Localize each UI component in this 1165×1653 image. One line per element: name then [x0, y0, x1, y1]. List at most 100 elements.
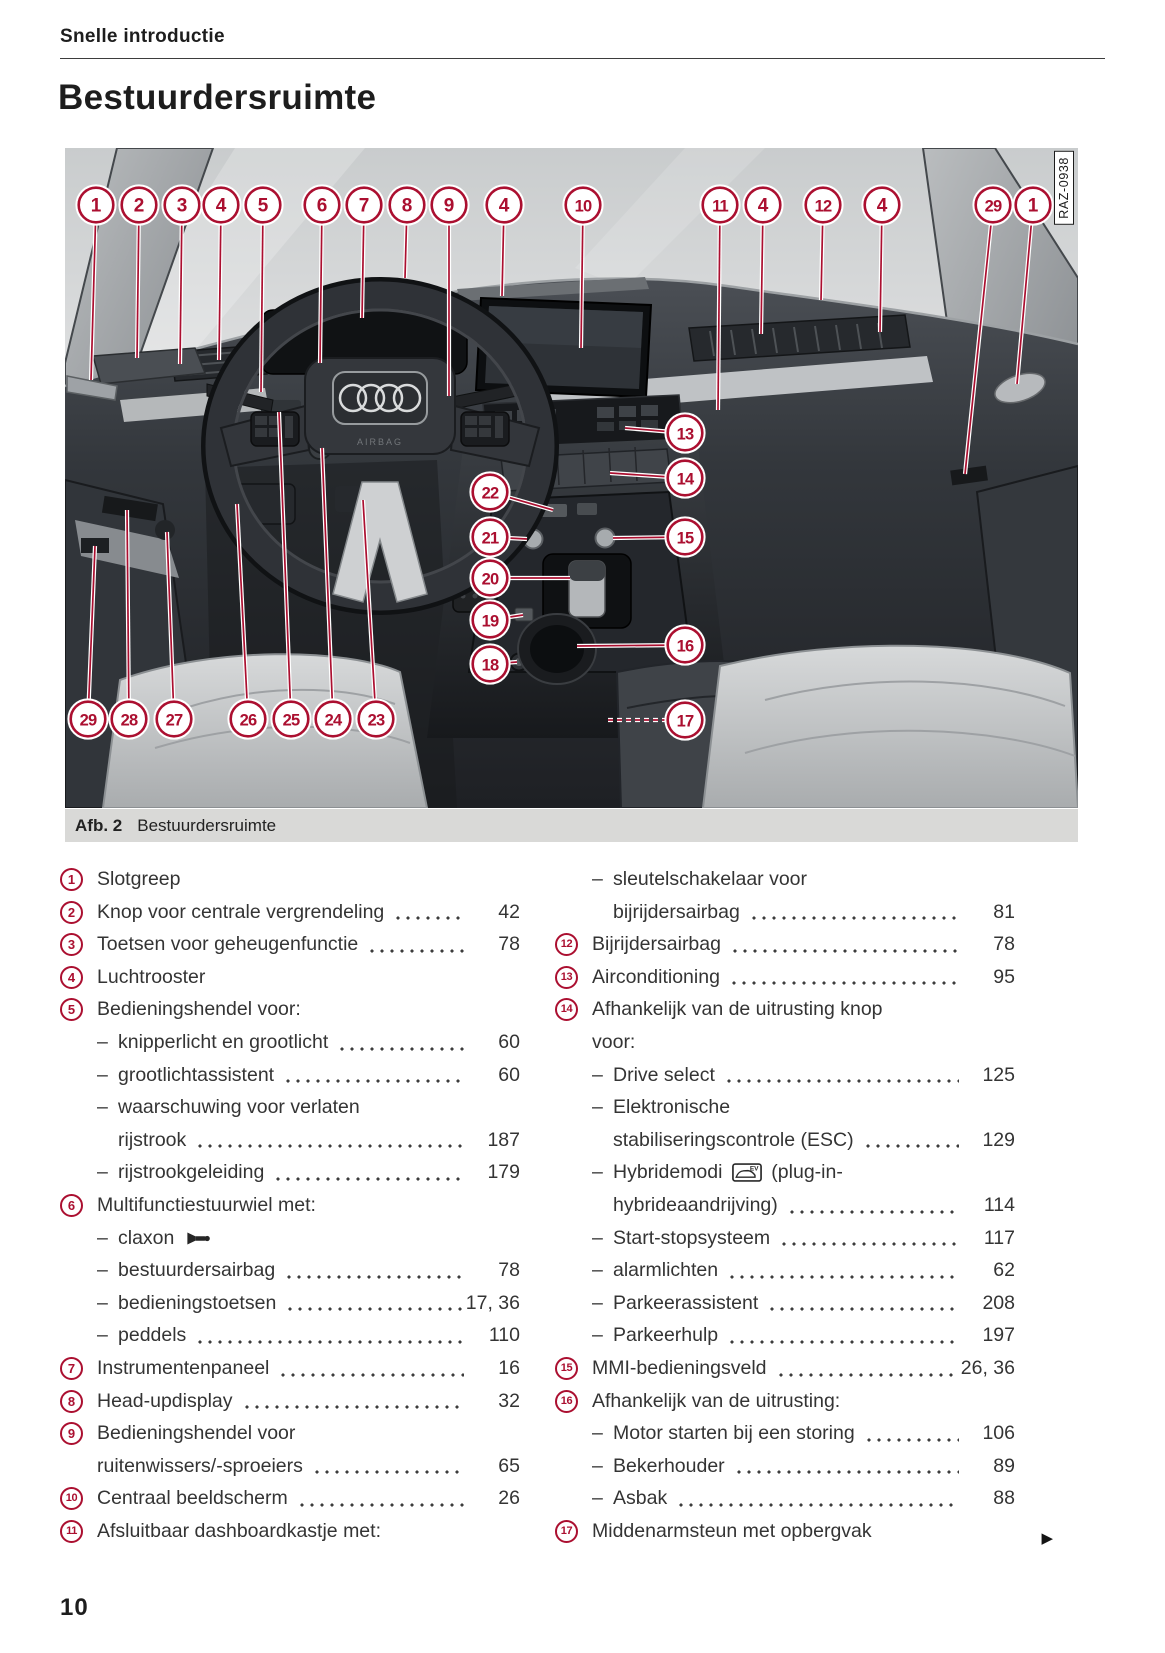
- dot-leader: [779, 1238, 959, 1247]
- subitem-dash: –: [592, 1063, 603, 1086]
- dot-leader: [676, 1498, 959, 1507]
- page-reference: 16: [498, 1356, 520, 1379]
- gear-shifter: [542, 553, 632, 629]
- subitem-dash: –: [592, 1259, 603, 1282]
- legend-subitem: –Hybridemodi EV (plug-in-hybrideaandrijv…: [555, 1156, 1015, 1221]
- page-reference: 179: [487, 1161, 520, 1184]
- legend-text: voor:: [592, 1030, 636, 1053]
- page-reference: 62: [993, 1259, 1015, 1282]
- subitem-dash: –: [592, 1291, 603, 1314]
- page-reference: 197: [982, 1324, 1015, 1347]
- legend-item-number: 10: [60, 1487, 83, 1511]
- legend-text: knipperlicht en grootlicht: [118, 1030, 329, 1053]
- legend-text: rijstrookgeleiding: [118, 1161, 265, 1184]
- page-reference: 78: [498, 933, 520, 956]
- legend-text: waarschuwing voor verlaten: [118, 1096, 360, 1119]
- page-reference: 208: [982, 1291, 1015, 1314]
- dot-leader: [195, 1335, 464, 1344]
- page-reference: 60: [498, 1063, 520, 1086]
- legend-column-right: – sleutelschakelaar voor bijrijdersairbag 8…: [555, 863, 1053, 1547]
- subitem-dash: –: [592, 1487, 603, 1510]
- legend-text: Multifunctiestuurwiel met:: [97, 1193, 316, 1216]
- page-reference: 32: [498, 1389, 520, 1412]
- legend-subitem: –waarschuwing voor verlaten rijstrook 187: [60, 1091, 520, 1156]
- subitem-dash: –: [97, 1096, 108, 1119]
- legend-text: alarmlichten: [613, 1259, 719, 1282]
- dot-leader: [296, 1498, 464, 1507]
- subitem-dash: –: [97, 1324, 108, 1347]
- legend-text: Instrumentenpaneel: [97, 1356, 270, 1379]
- figure-caption-text: Bestuurdersruimte: [137, 815, 277, 835]
- ev-mode-icon: EV: [731, 1163, 762, 1183]
- legend-item-number: 14: [555, 998, 578, 1022]
- page-title: Bestuurdersruimte: [58, 78, 377, 117]
- subitem-dash: –: [592, 1161, 603, 1184]
- subitem-dash: –: [592, 1226, 603, 1249]
- dot-leader: [728, 977, 959, 986]
- legend-text: Parkeerhulp: [613, 1324, 719, 1347]
- figure-caption: Afb. 2 Bestuurdersruimte: [65, 809, 1078, 842]
- subitem-dash: –: [97, 1030, 108, 1053]
- legend-text: rijstrook: [118, 1128, 187, 1151]
- subitem-dash: –: [97, 1063, 108, 1086]
- dot-leader: [862, 1140, 959, 1149]
- dot-leader: [273, 1172, 464, 1181]
- dot-leader: [285, 1303, 464, 1312]
- page-reference: 125: [982, 1063, 1015, 1086]
- section-header: Snelle introductie: [60, 26, 225, 47]
- page-reference: 26: [498, 1487, 520, 1510]
- legend-item-number: 13: [555, 965, 578, 989]
- page-reference: 110: [488, 1324, 520, 1347]
- right-seat: [701, 644, 1078, 808]
- page-reference: 117: [983, 1226, 1015, 1249]
- dot-leader: [748, 912, 959, 921]
- legend-text: sleutelschakelaar voor: [613, 868, 808, 890]
- legend-item-number: 6: [60, 1193, 83, 1217]
- audi-rings-icon: [338, 383, 422, 413]
- legend-text: bijrijdersairbag: [613, 900, 740, 923]
- subitem-dash: –: [592, 1096, 603, 1119]
- legend-text: Bedieningshendel voor:: [97, 998, 301, 1021]
- subitem-dash: –: [97, 1161, 108, 1184]
- legend-text: Knop voor centrale vergrendeling: [97, 900, 385, 923]
- page-reference: 89: [993, 1454, 1015, 1477]
- legend-text: Bijrijdersairbag: [592, 933, 721, 956]
- legend-text: Head-updisplay: [97, 1389, 233, 1412]
- header-divider: [60, 58, 1105, 59]
- dot-leader: [727, 1335, 959, 1344]
- legend-item-number: 16: [555, 1389, 578, 1413]
- subitem-dash: –: [97, 1259, 108, 1282]
- dot-leader: [733, 1466, 959, 1475]
- legend-item-number: 1: [60, 868, 83, 891]
- page-reference: 187: [487, 1128, 520, 1151]
- legend-item-number: 15: [555, 1356, 578, 1380]
- page-reference: 65: [498, 1454, 520, 1477]
- legend-subitem: –alarmlichten 62: [555, 1254, 1015, 1287]
- legend-item-number: 4: [60, 965, 83, 989]
- legend-text: Afhankelijk van de uitrusting knop: [592, 998, 883, 1021]
- subitem-dash: –: [592, 1422, 603, 1445]
- legend-text: stabiliseringscontrole (ESC): [613, 1128, 854, 1151]
